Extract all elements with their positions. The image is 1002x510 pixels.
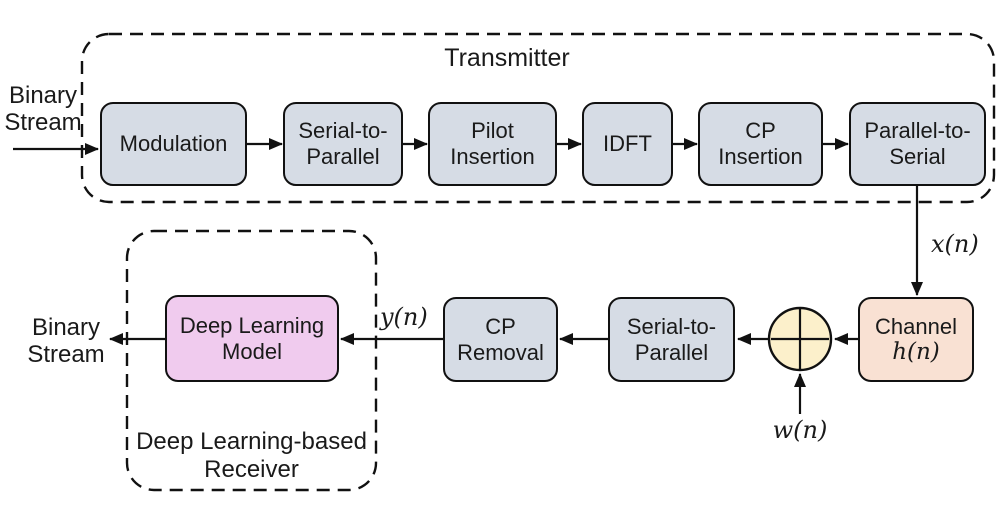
- receiver-dashed-box: [125, 229, 378, 492]
- block-label: IDFT: [603, 131, 652, 157]
- transmitter-dashed-box: [80, 32, 996, 204]
- block-label: Serial-to- Parallel: [626, 313, 717, 365]
- receiver-box-title: Deep Learning-based Receiver: [136, 428, 367, 483]
- block-cp-insertion: CP Insertion: [698, 102, 823, 186]
- channel-impulse-response-label: h(n): [892, 338, 940, 365]
- block-label: Deep Learning Model: [179, 312, 325, 364]
- block-label: Modulation: [119, 131, 228, 157]
- transmitter-box-title: Transmitter: [444, 44, 570, 72]
- block-label: Serial-to- Parallel: [298, 118, 388, 169]
- signal-label-w-n: w(n): [772, 416, 828, 444]
- block-label: Parallel-to- Serial: [864, 118, 971, 169]
- block-idft: IDFT: [582, 102, 673, 186]
- block-label: Channel: [875, 313, 957, 339]
- signal-label-x-n: x(n): [931, 230, 979, 258]
- block-label: CP Removal: [457, 313, 544, 365]
- block-serial-to-parallel-tx: Serial-to- Parallel: [283, 102, 403, 186]
- block-cp-removal: CP Removal: [443, 297, 558, 382]
- block-label: CP Insertion: [718, 118, 803, 169]
- binary-stream-input-label: Binary Stream: [4, 82, 82, 137]
- block-serial-to-parallel-rx: Serial-to- Parallel: [608, 297, 735, 382]
- adder-circled-plus-icon: [767, 306, 833, 372]
- block-modulation: Modulation: [100, 102, 247, 186]
- binary-stream-output-label: Binary Stream: [27, 314, 105, 369]
- block-channel: Channel h(n): [858, 297, 974, 382]
- signal-label-y-n: y(n): [380, 303, 428, 331]
- block-parallel-to-serial: Parallel-to- Serial: [849, 102, 986, 186]
- block-deep-learning-model: Deep Learning Model: [165, 295, 339, 382]
- block-label: Pilot Insertion: [450, 118, 535, 169]
- block-pilot-insertion: Pilot Insertion: [428, 102, 557, 186]
